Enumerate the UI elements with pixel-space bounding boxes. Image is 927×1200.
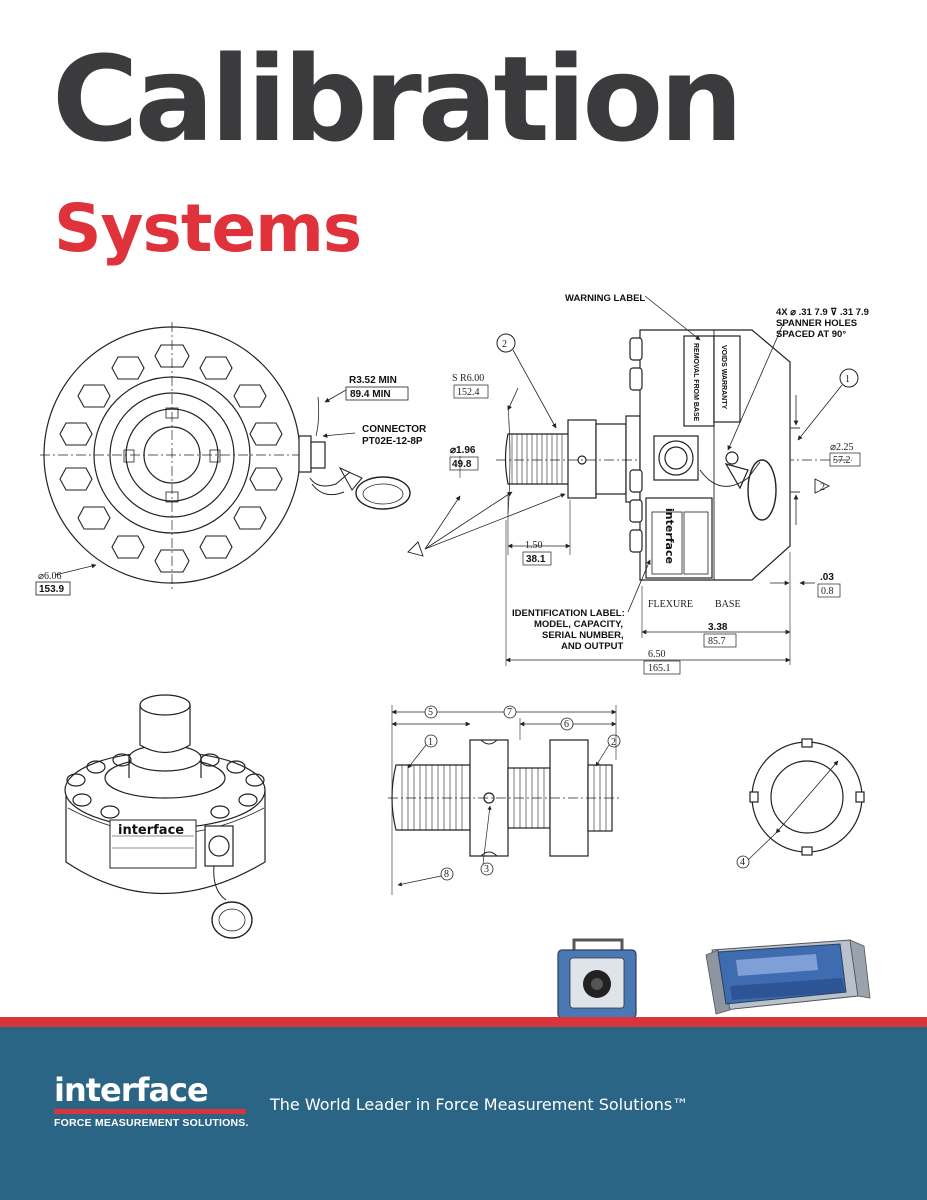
page-title: Calibration [52, 30, 743, 168]
ring-callout-4: 4 [740, 857, 745, 868]
adapter-callout-2: 2 [611, 737, 616, 748]
flexure-label: FLEXURE [648, 599, 693, 610]
id-label-line-3: SERIAL NUMBER, [542, 630, 624, 641]
logo-subtitle: FORCE MEASUREMENT SOLUTIONS. [54, 1117, 249, 1129]
adapter-callout-6: 6 [564, 719, 569, 730]
dimension-6-50: 6.50 [648, 649, 666, 660]
logo-wordmark: interface [54, 1071, 209, 1109]
spanner-line-3: SPACED AT 90° [776, 329, 846, 340]
adapter-callout-8: 8 [444, 869, 449, 880]
diameter-1-96-mm: 49.8 [452, 459, 472, 470]
dimension-03: .03 [820, 572, 834, 583]
id-label-line-1: IDENTIFICATION LABEL: [512, 608, 625, 619]
connector-label: CONNECTOR [362, 424, 427, 435]
adapter-callout-1: 1 [428, 737, 433, 748]
sr-mm-dimension: 152.4 [457, 387, 480, 398]
diameter-2-25: ⌀2.25 [830, 442, 854, 453]
logo-red-bar [54, 1109, 246, 1114]
dimension-03-mm: 0.8 [821, 586, 834, 597]
dimension-1-50: 1.50 [525, 540, 543, 551]
load-cell-front-view [40, 322, 411, 590]
diameter-2-25-mm: 57.2 [833, 455, 851, 466]
load-cell-isometric [64, 694, 266, 939]
warning-label-text-2: VOIDS WARRANTY [720, 345, 727, 410]
dimension-3-38-mm: 85.7 [708, 636, 726, 647]
adapter-ring-view [736, 738, 865, 869]
triangle-callout-2: 2 [820, 482, 825, 493]
footer-red-stripe [0, 1017, 927, 1027]
brand-logo: interface FORCE MEASUREMENT SOLUTIONS. [54, 1074, 249, 1129]
adapter-callout-5: 5 [428, 707, 433, 718]
r-min-dimension: R3.52 MIN [349, 375, 397, 386]
adapter-callout-3: 3 [484, 864, 489, 875]
spanner-line-2: SPANNER HOLES [776, 318, 857, 329]
spanner-line-1: 4X ⌀ .31 7.9 ⊽ .31 7.9 [776, 307, 869, 318]
footer-tagline: The World Leader in Force Measurement So… [270, 1095, 689, 1114]
dimension-3-38: 3.38 [708, 622, 728, 633]
r-min-mm-dimension: 89.4 MIN [350, 389, 391, 400]
diameter-dimension: ⌀6.06 [38, 571, 62, 582]
calibration-indicator-device [557, 938, 637, 1019]
base-label: BASE [715, 599, 741, 610]
load-cell-side-view [407, 295, 859, 666]
page-subtitle: Systems [54, 190, 362, 267]
warning-label-text-1: REMOVAL FROM BASE [692, 343, 699, 422]
dimension-1-50-mm: 38.1 [526, 554, 546, 565]
dimension-6-50-mm: 165.1 [648, 663, 671, 674]
digital-indicator-device [705, 939, 871, 1015]
sr-dimension: S R6.00 [452, 373, 484, 384]
adapter-drawing [388, 705, 621, 895]
diameter-1-96: ⌀1.96 [450, 445, 476, 456]
adapter-callout-7: 7 [507, 707, 512, 718]
callout-1: 1 [845, 374, 850, 385]
connector-part: PT02E-12-8P [362, 436, 423, 447]
id-label-line-4: AND OUTPUT [561, 641, 623, 652]
callout-2: 2 [502, 339, 507, 350]
diameter-mm-dimension: 153.9 [39, 584, 64, 595]
id-label-line-2: MODEL, CAPACITY, [534, 619, 623, 630]
isometric-brand-label: interface [118, 823, 184, 838]
warning-label-caption: WARNING LABEL [565, 293, 645, 304]
side-label-brand: interface [663, 508, 676, 564]
